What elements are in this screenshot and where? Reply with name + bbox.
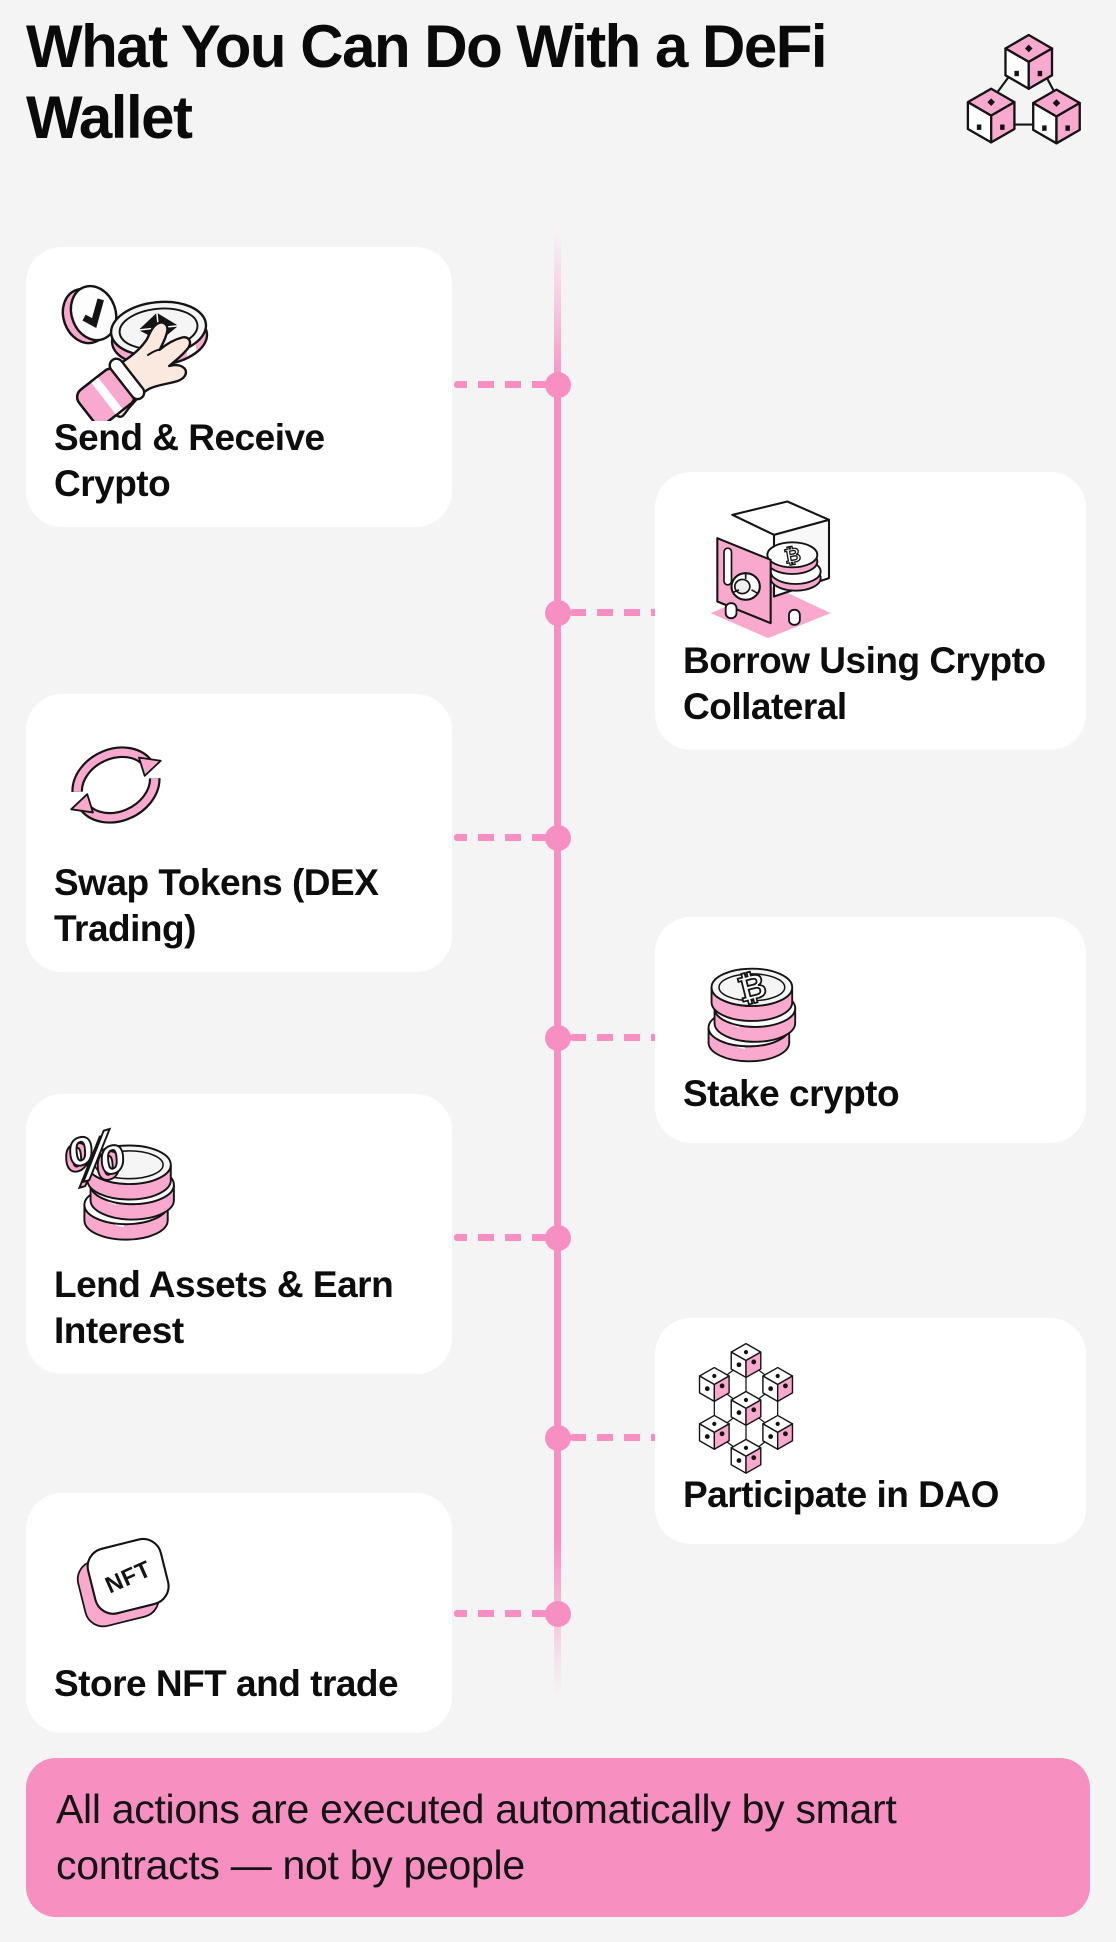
- timeline-dot: [545, 600, 571, 626]
- card-title: Send & Receive Crypto: [54, 417, 325, 505]
- connector-dash: [454, 381, 548, 388]
- page-title: What You Can Do With a DeFi Wallet: [26, 13, 828, 151]
- timeline-dot: [545, 1601, 571, 1627]
- connector-dash: [454, 834, 548, 841]
- connector-dash: [570, 1034, 658, 1041]
- card-lend: % % Lend Assets & Earn Interest: [26, 1094, 452, 1374]
- timeline-dot: [545, 825, 571, 851]
- swap-arrows-icon: [56, 720, 176, 848]
- card-borrow: ₿ Borrow Using Crypto Collateral: [655, 472, 1086, 750]
- card-send-receive: Send & Receive Crypto: [26, 247, 452, 527]
- svg-text:₿: ₿: [783, 544, 803, 568]
- footer-banner: All actions are executed automatically b…: [26, 1758, 1090, 1917]
- card-title: Stake crypto: [683, 1073, 900, 1115]
- connector-dash: [454, 1234, 548, 1241]
- connector-dash: [570, 609, 658, 616]
- crypto-safe-icon: ₿: [689, 498, 839, 640]
- nft-badge-icon: NFT: [58, 1517, 178, 1647]
- connector-dash: [454, 1610, 548, 1617]
- card-dao: Participate in DAO: [655, 1318, 1086, 1544]
- hand-coin-icon: [52, 269, 214, 421]
- card-stake: ₿ Stake crypto: [655, 917, 1086, 1143]
- coin-stack-icon: ₿: [687, 947, 819, 1065]
- card-title: Participate in DAO: [683, 1474, 999, 1516]
- card-title: Lend Assets & Earn Interest: [54, 1264, 394, 1352]
- card-title: Borrow Using Crypto Collateral: [683, 640, 1046, 728]
- timeline-dot: [545, 1225, 571, 1251]
- dao-network-icon: [685, 1338, 807, 1476]
- percent-coins-icon: % %: [52, 1118, 187, 1244]
- timeline-dot: [545, 1025, 571, 1051]
- timeline-dot: [545, 1425, 571, 1451]
- card-nft: NFT Store NFT and trade: [26, 1493, 452, 1733]
- card-title: Swap Tokens (DEX Trading): [54, 862, 379, 950]
- card-title: Store NFT and trade: [54, 1663, 399, 1705]
- connector-dash: [570, 1434, 658, 1441]
- timeline-dot: [545, 372, 571, 398]
- blockchain-cubes-icon: [948, 10, 1088, 146]
- card-swap: Swap Tokens (DEX Trading): [26, 694, 452, 972]
- footer-note: All actions are executed automatically b…: [56, 1785, 897, 1888]
- timeline-line: [554, 230, 561, 1700]
